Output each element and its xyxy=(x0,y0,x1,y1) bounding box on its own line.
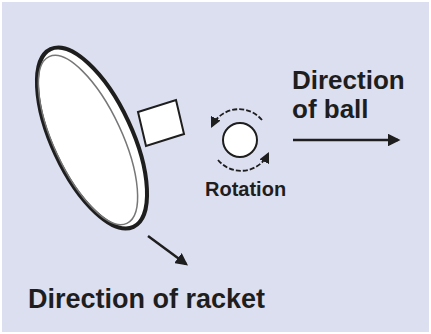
ball xyxy=(223,123,257,157)
racket-handle xyxy=(138,100,184,146)
ball-direction-label: Direction of ball xyxy=(292,66,426,124)
rotation-label: Rotation xyxy=(205,178,325,200)
ball-direction-arrow xyxy=(293,139,398,142)
rotation-arrow xyxy=(212,109,262,126)
racket-rim xyxy=(18,42,157,237)
racket-direction-arrow xyxy=(148,236,186,264)
rotation-arrow xyxy=(218,154,268,171)
racket-direction-label: Direction of racket xyxy=(28,284,418,314)
racket-face xyxy=(14,32,169,243)
background xyxy=(2,2,429,332)
